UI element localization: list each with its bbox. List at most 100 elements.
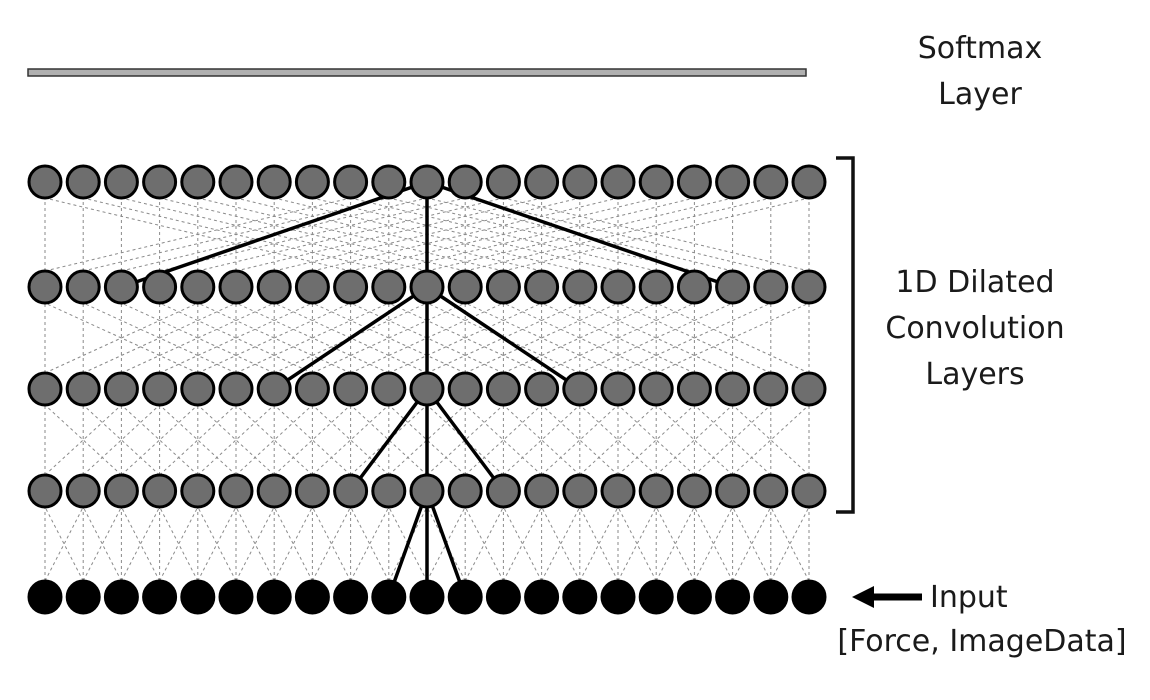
dashed-connection xyxy=(235,404,313,476)
dashed-connection xyxy=(82,404,160,476)
dashed-connection xyxy=(197,404,275,476)
hidden-node xyxy=(218,473,254,509)
hidden-node xyxy=(218,269,254,305)
dashed-connection xyxy=(465,197,771,272)
input-node xyxy=(371,579,407,615)
hidden-node xyxy=(753,164,789,200)
dashed-connection xyxy=(732,404,810,476)
hidden-node xyxy=(27,473,63,509)
input-node xyxy=(294,579,330,615)
highlight-connection xyxy=(348,387,429,493)
hidden-node xyxy=(27,371,63,407)
hidden-node xyxy=(676,164,712,200)
hidden-node xyxy=(333,371,369,407)
hidden-node xyxy=(676,371,712,407)
hidden-node xyxy=(600,473,636,509)
hidden-node xyxy=(485,473,521,509)
dashed-connection xyxy=(426,506,466,582)
hidden-node xyxy=(180,269,216,305)
hidden-node xyxy=(638,371,674,407)
dashed-connection xyxy=(350,404,428,476)
dashed-connection xyxy=(464,506,504,582)
highlight-connection xyxy=(272,285,429,391)
dashed-connection xyxy=(197,197,504,272)
hidden-node xyxy=(447,269,483,305)
dashed-connection xyxy=(579,506,619,582)
dashed-connection xyxy=(617,506,657,582)
dashed-connection xyxy=(83,197,389,272)
hidden-node xyxy=(65,164,101,200)
dashed-connection xyxy=(426,404,504,476)
dashed-connection xyxy=(388,506,428,582)
dashed-connection xyxy=(120,506,161,582)
hidden-node xyxy=(447,371,483,407)
hidden-node xyxy=(142,473,178,509)
hidden-node xyxy=(753,473,789,509)
dashed-connection xyxy=(312,404,390,476)
dashed-connection xyxy=(197,506,237,582)
dashed-connection xyxy=(197,302,351,374)
dashed-connection xyxy=(388,404,466,476)
dashed-connection xyxy=(197,404,275,476)
hidden-node xyxy=(447,473,483,509)
hidden-node xyxy=(218,371,254,407)
hidden-node xyxy=(753,269,789,305)
conv-layers-label: 1D Dilated Convolution Layers xyxy=(870,260,1080,398)
hidden-node xyxy=(371,164,407,200)
conv-label-line2: Convolution xyxy=(885,311,1065,346)
hidden-node xyxy=(294,473,330,509)
dashed-connection xyxy=(44,197,351,272)
dashed-connection xyxy=(541,404,619,476)
input-arrow xyxy=(852,586,922,608)
dashed-connection xyxy=(120,506,161,582)
highlight-connection xyxy=(387,489,429,599)
hidden-node xyxy=(600,269,636,305)
dashed-connection xyxy=(770,506,810,582)
bracket xyxy=(836,156,855,514)
hidden-node xyxy=(485,164,521,200)
dashed-connection xyxy=(426,404,504,476)
dashed-connection xyxy=(541,506,581,582)
dashed-connection xyxy=(541,506,581,582)
hidden-node xyxy=(371,269,407,305)
input-node xyxy=(524,579,560,615)
dashed-connection xyxy=(82,302,237,374)
dashed-connection xyxy=(579,506,619,582)
dashed-connection xyxy=(159,302,313,374)
dashed-connection xyxy=(44,506,84,582)
hidden-node xyxy=(485,371,521,407)
hidden-node xyxy=(27,164,63,200)
softmax-label-line2: Layer xyxy=(938,77,1022,112)
dashed-connection xyxy=(464,404,542,476)
hidden-node xyxy=(524,371,560,407)
dashed-connection xyxy=(502,506,543,582)
dashed-connection xyxy=(350,506,390,582)
hidden-node xyxy=(638,164,674,200)
input-node xyxy=(256,579,292,615)
dashed-connection xyxy=(693,506,734,582)
dashed-connection xyxy=(732,506,772,582)
dashed-connection xyxy=(502,506,543,582)
hidden-node xyxy=(409,164,445,200)
dashed-connection xyxy=(235,404,313,476)
dashed-connection xyxy=(388,404,466,476)
dashed-connection xyxy=(617,404,695,476)
dashed-connection xyxy=(503,404,581,476)
hidden-node xyxy=(142,269,178,305)
hidden-node xyxy=(180,371,216,407)
hidden-node xyxy=(103,164,139,200)
hidden-node xyxy=(715,371,751,407)
dashed-connection xyxy=(44,302,199,374)
dashed-connection xyxy=(693,506,734,582)
highlight-connection xyxy=(119,180,429,289)
hidden-node xyxy=(409,371,445,407)
softmax-bar xyxy=(27,68,807,77)
hidden-node xyxy=(371,371,407,407)
hidden-node xyxy=(638,269,674,305)
highlight-connection xyxy=(425,285,582,391)
softmax-label-line1: Softmax xyxy=(917,31,1043,66)
dashed-connection xyxy=(388,197,695,272)
hidden-node xyxy=(333,269,369,305)
hidden-node xyxy=(142,164,178,200)
hidden-node xyxy=(65,269,101,305)
